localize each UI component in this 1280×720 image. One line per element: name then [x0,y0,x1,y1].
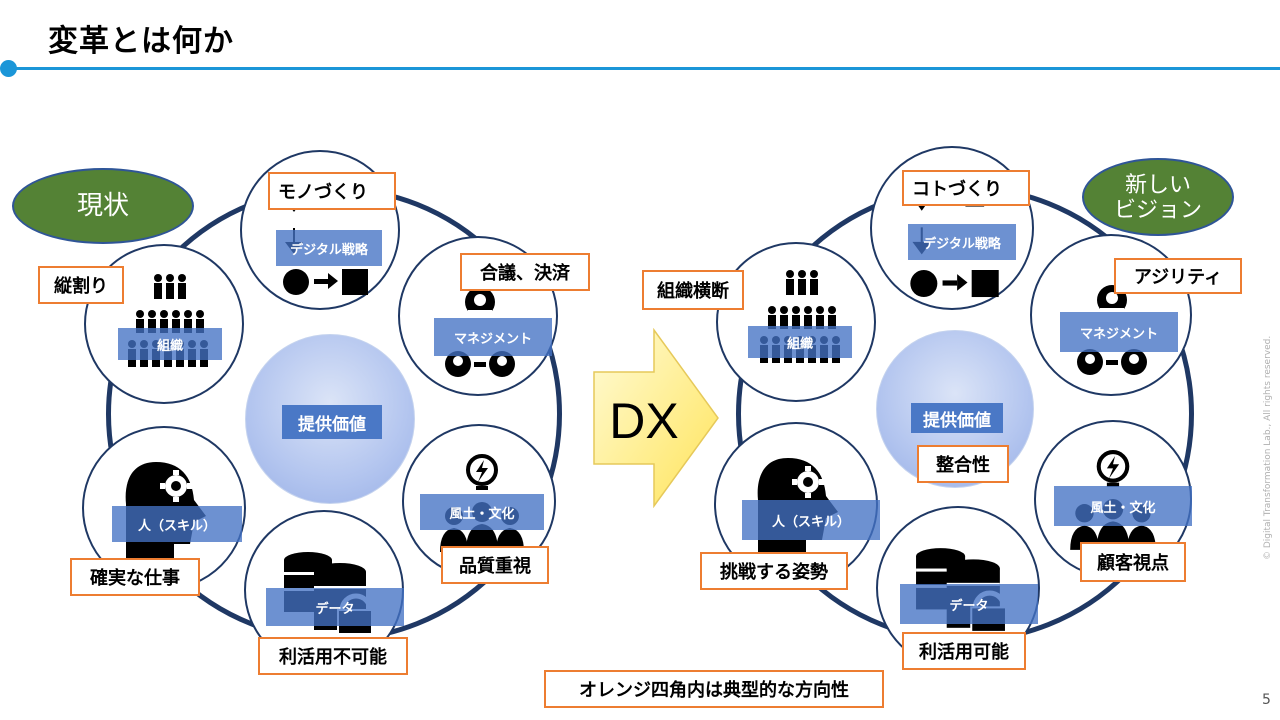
current-band-data: データ [266,588,404,626]
vision-box-management: アジリティ [1114,258,1242,294]
vision-band-org: 組織 [748,326,852,358]
vision-box-center: 整合性 [917,445,1009,483]
vision-band-digital-strategy: デジタル戦略 [908,224,1016,260]
shapes-flow-icon [283,194,368,295]
vision-box-org: 組織横断 [642,270,744,310]
current-band-people: 人（スキル） [112,506,242,542]
current-band-org: 組織 [118,328,222,360]
copyright-text: © Digital Transformation Lab., All right… [1263,335,1273,560]
dx-arrow-icon [593,328,719,508]
vision-band-management: マネジメント [1060,312,1178,352]
current-box-monozukuri: モノづくり [268,172,396,210]
vision-box-culture: 顧客視点 [1080,542,1186,582]
slide-title: 変革とは何か [48,24,234,59]
vision-band-data: データ [900,584,1038,624]
vision-box-kotozukuri: コトづくり [902,170,1030,206]
current-center-label: 提供価値 [282,405,382,439]
current-box-people: 確実な仕事 [70,558,200,596]
vision-box-people: 挑戦する姿勢 [700,552,848,590]
title-rule-dot [0,60,17,77]
current-box-management: 合議、決済 [460,253,590,291]
current-band-management: マネジメント [434,318,552,356]
current-box-culture: 品質重視 [441,546,549,584]
vision-node-org: 組織 [716,242,876,402]
current-box-org: 縦割り [38,266,124,304]
current-center-circle: 提供価値 [245,334,415,504]
dx-label: DX [609,393,679,449]
vision-node-management: マネジメント [1030,234,1192,396]
current-box-data: 利活用不可能 [258,637,408,675]
vision-box-data: 利活用可能 [902,632,1026,670]
current-state-label: 現状 [12,168,194,244]
current-band-digital-strategy: デジタル戦略 [276,230,382,266]
current-node-org: 組織 [84,244,244,404]
vision-center-label: 提供価値 [911,403,1003,433]
title-rule [8,67,1280,70]
vision-band-culture: 風土・文化 [1054,486,1192,526]
current-band-culture: 風土・文化 [420,494,544,530]
vision-center-circle: 提供価値 整合性 [876,330,1034,488]
page-number: 5 [1262,692,1271,708]
vision-state-label: 新しい ビジョン [1082,158,1234,236]
management-people-icon [445,287,515,377]
vision-band-people: 人（スキル） [742,500,880,540]
legend-note: オレンジ四角内は典型的な方向性 [544,670,884,708]
